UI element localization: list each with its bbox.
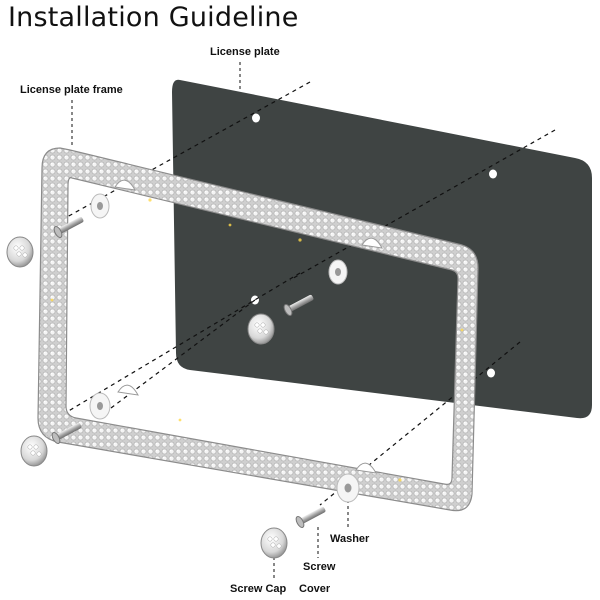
washer-icon [90,193,110,219]
frame-notches [114,179,383,474]
screws [51,216,326,528]
screw-cap-covers [6,236,288,559]
screw-icon [53,216,84,238]
label-screw: Screw [303,561,336,573]
screw-icon [283,294,314,316]
plate-hole-top-right [489,169,497,179]
label-washer: Washer [330,533,370,545]
washer-icon [336,473,360,503]
alignment-lines [39,81,556,506]
washers [89,193,360,503]
screw-cap-icon [247,313,275,345]
screw-icon [295,506,326,528]
plate-hole-top-left [252,113,260,123]
washer-icon [328,259,348,285]
label-screw-cap: Screw Cap [230,583,287,595]
screw-icon [51,422,82,444]
diagram-title: Installation Guideline [8,2,299,33]
screw-cap-icon [6,236,34,268]
label-license-plate: License plate [210,46,280,58]
plate-hole-bottom-right [487,368,495,378]
sparkles [50,198,464,482]
label-cover: Cover [299,583,331,595]
label-license-plate-frame: License plate frame [20,84,123,96]
washer-icon [89,392,111,420]
screw-cap-icon [20,435,48,467]
screw-cap-icon [260,527,288,559]
